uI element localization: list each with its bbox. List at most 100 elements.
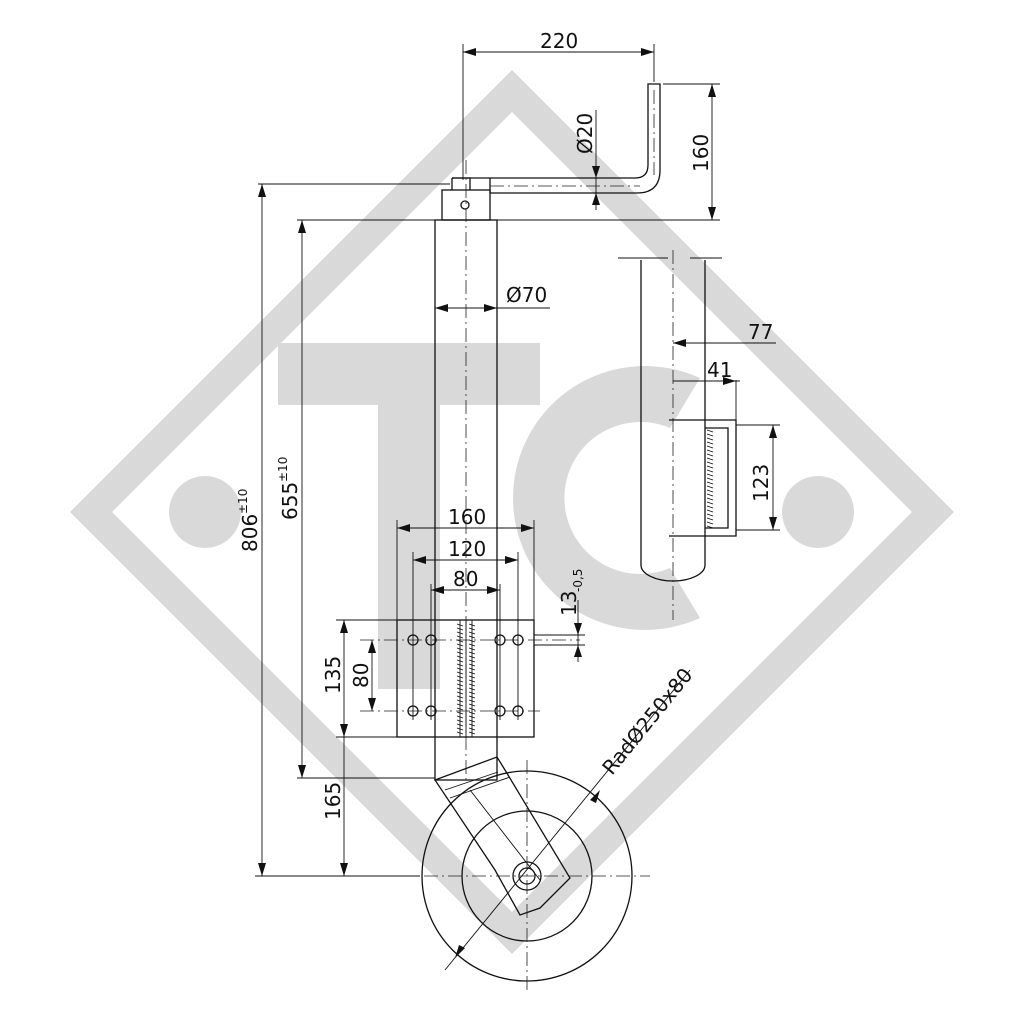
weld-tick: [468, 623, 476, 627]
weld-tick: [706, 433, 714, 437]
dim-side-depth: 77: [748, 320, 773, 344]
weld-tick: [456, 723, 464, 727]
weld-tick: [706, 477, 714, 481]
dim-tube-diameter: Ø70: [506, 283, 547, 307]
weld-tick: [456, 707, 464, 711]
weld-tick: [468, 655, 476, 659]
weld-tick: [456, 683, 464, 687]
weld-tick: [456, 643, 464, 647]
weld-tick: [468, 711, 476, 715]
weld-tick: [468, 699, 476, 703]
dimension-lines: [255, 44, 780, 971]
weld-tick: [456, 651, 464, 655]
weld-tick: [456, 731, 464, 735]
weld-tick: [468, 703, 476, 707]
watermark-logo: TC: [70, 70, 954, 954]
weld-tick: [468, 687, 476, 691]
dimension-labels: 220 160 Ø20 Ø70 806 ±10 655 ±10 160 120 …: [236, 29, 773, 820]
weld-tick: [706, 513, 714, 517]
weld-tick: [456, 635, 464, 639]
dim-handle-diameter: Ø20: [573, 113, 597, 154]
weld-tick: [456, 715, 464, 719]
weld-tick: [468, 663, 476, 667]
weld-tick: [468, 727, 476, 731]
weld-tick: [468, 691, 476, 695]
svg-text:±10: ±10: [276, 457, 290, 482]
weld-tick: [468, 643, 476, 647]
weld-tick: [456, 691, 464, 695]
weld-tick: [706, 473, 714, 477]
weld-tick: [468, 635, 476, 639]
weld-tick: [456, 719, 464, 723]
side-weld-seam: [706, 429, 714, 529]
weld-tick: [468, 723, 476, 727]
weld-tick: [468, 695, 476, 699]
weld-tick: [456, 631, 464, 635]
weld-tick: [706, 441, 714, 445]
weld-tick: [456, 679, 464, 683]
weld-tick: [706, 461, 714, 465]
weld-tick: [456, 647, 464, 651]
svg-text:655: 655: [278, 482, 302, 520]
weld-tick: [468, 683, 476, 687]
svg-text:13: 13: [557, 591, 581, 616]
side-detail-view: [618, 250, 737, 620]
weld-tick: [706, 485, 714, 489]
weld-tick: [456, 703, 464, 707]
weld-tick: [468, 715, 476, 719]
weld-tick: [706, 453, 714, 457]
weld-tick: [456, 663, 464, 667]
weld-tick: [706, 437, 714, 441]
weld-tick: [706, 481, 714, 485]
dim-ground-clearance: 165: [321, 782, 345, 820]
dim-side-height: 123: [749, 464, 773, 502]
weld-tick: [468, 671, 476, 675]
weld-tick: [456, 695, 464, 699]
weld-tick: [456, 699, 464, 703]
weld-tick: [706, 429, 714, 433]
weld-tick: [706, 517, 714, 521]
wheel: [400, 760, 650, 990]
weld-tick: [468, 659, 476, 663]
dim-plate-width: 160: [448, 505, 486, 529]
weld-tick: [468, 651, 476, 655]
weld-tick: [456, 659, 464, 663]
weld-tick: [468, 707, 476, 711]
dim-tube-length: 655 ±10: [276, 457, 302, 520]
weld-tick: [468, 631, 476, 635]
weld-tick: [468, 675, 476, 679]
weld-tick: [468, 731, 476, 735]
weld-tick: [456, 655, 464, 659]
dim-hole-diameter: 13 -0,5: [557, 569, 585, 616]
weld-tick: [706, 465, 714, 469]
weld-tick: [456, 675, 464, 679]
weld-tick: [456, 623, 464, 627]
dim-side-offset: 41: [707, 358, 732, 382]
crank-handle: [452, 83, 661, 194]
weld-tick: [456, 627, 464, 631]
dimension-arrows: [258, 48, 777, 958]
weld-tick: [706, 493, 714, 497]
weld-tick: [468, 667, 476, 671]
weld-tick: [468, 679, 476, 683]
dim-handle-width: 220: [540, 29, 578, 53]
dim-handle-height: 160: [689, 134, 713, 172]
dim-hole-spacing-inner: 80: [453, 567, 478, 591]
weld-tick: [706, 497, 714, 501]
weld-tick: [706, 521, 714, 525]
weld-tick: [468, 627, 476, 631]
dim-plate-height: 135: [321, 656, 345, 694]
weld-tick: [468, 719, 476, 723]
weld-tick: [706, 505, 714, 509]
weld-tick: [456, 687, 464, 691]
svg-text:806: 806: [238, 514, 262, 552]
weld-tick: [706, 525, 714, 529]
weld-tick: [456, 671, 464, 675]
mounting-plate: [360, 619, 580, 738]
svg-text:-0,5: -0,5: [571, 569, 585, 592]
weld-tick: [456, 667, 464, 671]
weld-tick: [706, 457, 714, 461]
dim-hole-spacing-outer: 120: [448, 537, 486, 561]
weld-tick: [456, 727, 464, 731]
